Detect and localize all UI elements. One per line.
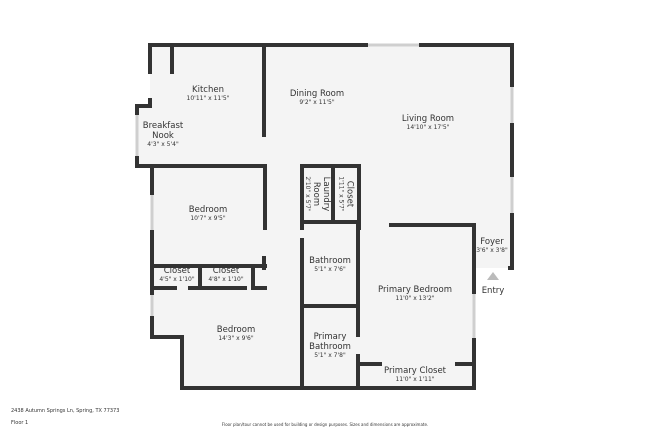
room-dim: 5'1" x 7'8" xyxy=(314,351,346,359)
room-dim: 4'3" x 5'4" xyxy=(147,140,179,148)
entry-label: Entry xyxy=(481,286,505,296)
room-name: Foyer xyxy=(480,237,504,247)
room-dim: 5'1" x 7'6" xyxy=(314,265,346,273)
room-dim: 2'10" x 5'7" xyxy=(304,176,312,212)
room-name: Living Room xyxy=(401,114,455,124)
room-name: Primary Closet xyxy=(383,366,447,376)
room-dim: 11'0" x 1'11" xyxy=(395,375,435,383)
room-name: Closet xyxy=(163,266,191,276)
room-dim: 3'6" x 3'8" xyxy=(476,246,508,254)
floor-fill xyxy=(137,45,512,388)
walls xyxy=(135,43,514,390)
room-dim: 4'8" x 1'10" xyxy=(208,275,244,283)
windows xyxy=(135,43,514,340)
room-dim: 14'10" x 17'5" xyxy=(406,123,450,131)
room-name: Closet xyxy=(212,266,240,276)
room-dim: 1'11" x 5'7" xyxy=(337,176,345,212)
room-name: Bedroom xyxy=(188,205,228,215)
address: 2438 Autumn Springs Ln, Spring, TX 77373 xyxy=(11,408,120,414)
room-name: Breakfast Nook xyxy=(142,121,184,141)
room-name: Closet xyxy=(344,180,355,208)
room-name: Dining Room xyxy=(289,89,345,99)
room-dim: 11'0" x 13'2" xyxy=(395,294,435,302)
room-dim: 10'11" x 11'5" xyxy=(186,94,230,102)
room-name: Primary Bathroom xyxy=(309,332,351,352)
floor-label: Floor 1 xyxy=(11,420,29,426)
room-name: Kitchen xyxy=(192,85,224,95)
room-dim: 14'3" x 9'6" xyxy=(218,334,254,342)
room-name: Bathroom xyxy=(309,256,351,266)
room-dim: 4'5" x 1'10" xyxy=(159,275,195,283)
entry-arrow-icon xyxy=(487,272,499,280)
room-name: Laundry Room xyxy=(311,176,332,212)
disclaimer: Floor plan/tour cannot be used for build… xyxy=(221,422,429,427)
room-name: Primary Bedroom xyxy=(378,285,452,295)
room-dim: 9'2" x 11'5" xyxy=(299,98,335,106)
room-name: Bedroom xyxy=(216,325,256,335)
room-dim: 10'7" x 9'5" xyxy=(190,214,226,222)
